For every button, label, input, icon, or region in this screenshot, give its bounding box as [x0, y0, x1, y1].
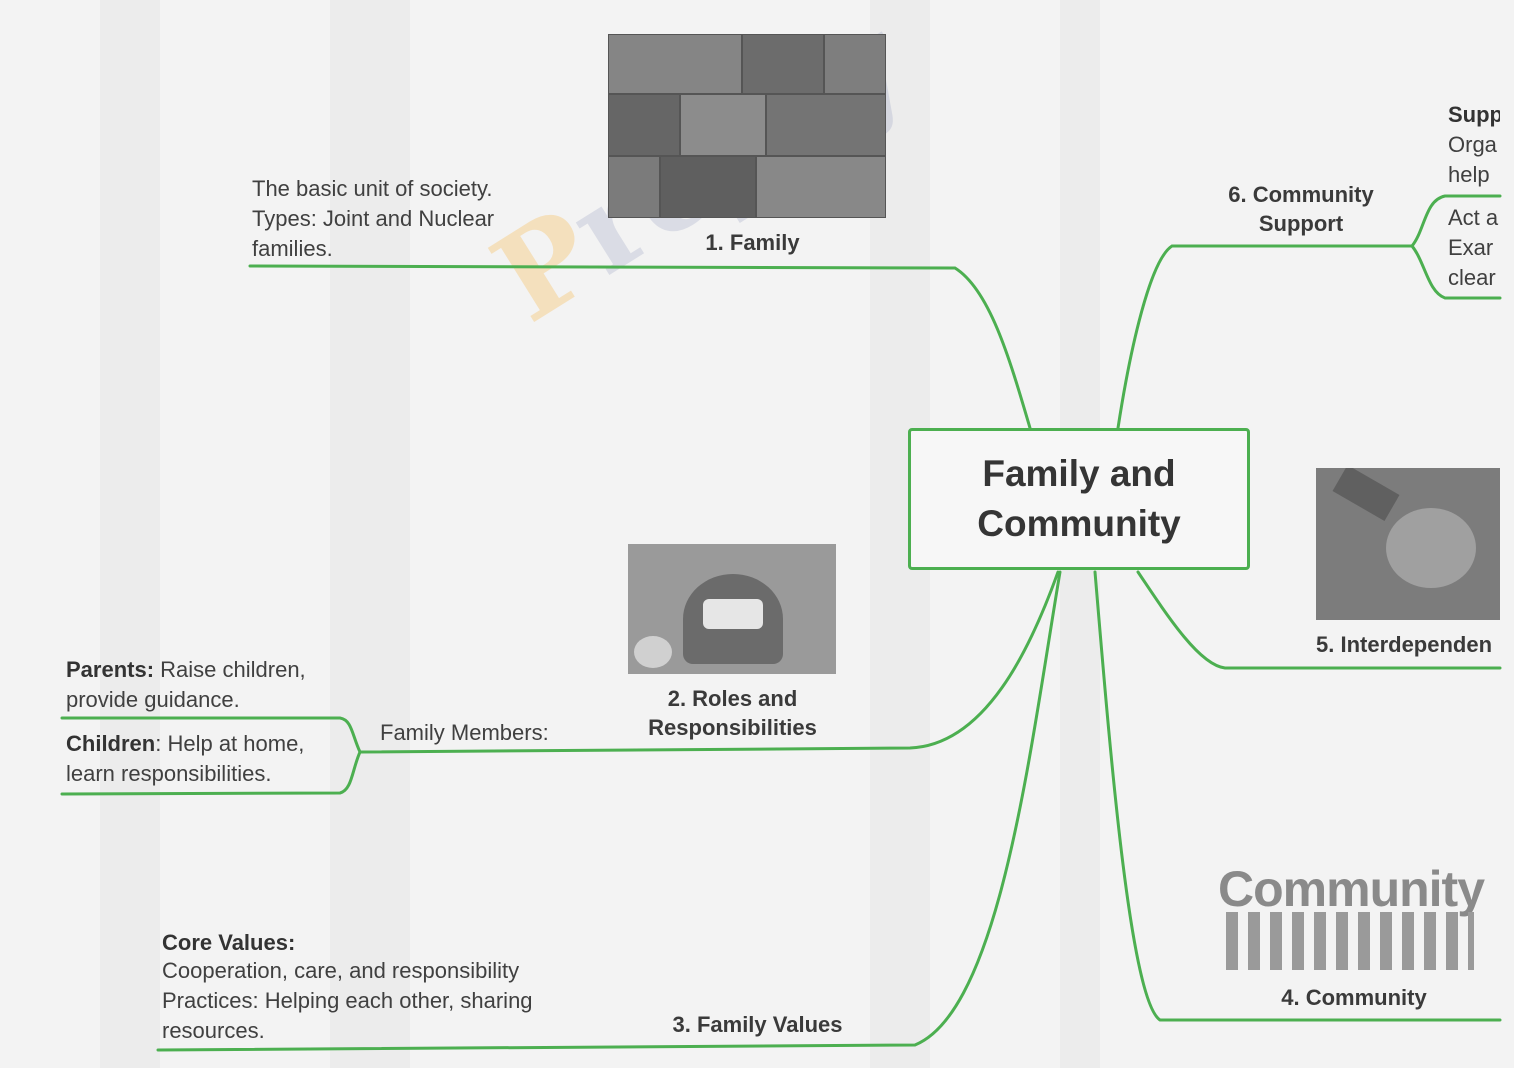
family-description: The basic unit of society. Types: Joint … — [252, 176, 495, 261]
children-text: : Help at home, learn responsibilities. — [66, 731, 305, 786]
support-item1-title: Supp — [1448, 102, 1500, 127]
branch-values — [156, 570, 1062, 1052]
support-item2-text: Act a Exar clear — [1448, 205, 1499, 290]
branch-family — [248, 264, 1032, 430]
branch-support-item2 — [1410, 244, 1502, 300]
parents-text: Raise children, provide guidance. — [66, 657, 306, 712]
branch-support-item1 — [1410, 194, 1502, 248]
branch-roles — [358, 570, 1060, 754]
family-members-label: Family Members: — [380, 720, 549, 745]
core-values-text: Cooperation, care, and responsibility Pr… — [162, 958, 533, 1043]
node-label-interdependence: 5. Interdependen — [1316, 632, 1493, 657]
children-title: Children — [66, 731, 156, 756]
node-label-roles: 2. Roles and Responsibilities — [648, 686, 817, 740]
branch-roles-children — [60, 750, 362, 796]
community-hands-image: Community — [1218, 861, 1485, 917]
node-label-community: 4. Community — [1281, 985, 1427, 1010]
roles-photo — [628, 544, 836, 674]
branch-roles-parents — [60, 716, 362, 754]
parents-description: Parents: Raise children, provide guidanc… — [66, 655, 306, 715]
interdependence-photo — [1316, 468, 1500, 620]
community-hands-graphic — [1226, 912, 1474, 970]
branch-interdependence — [1136, 570, 1502, 670]
branch-community — [1093, 570, 1502, 1022]
node-label-family: 1. Family — [705, 230, 800, 255]
children-description: Children: Help at home, learn responsibi… — [66, 729, 304, 789]
node-label-values: 3. Family Values — [672, 1012, 843, 1037]
parents-title: Parents: — [66, 657, 155, 682]
central-topic-title: Family and Community — [977, 453, 1181, 544]
core-values-title: Core Values: — [162, 930, 296, 955]
central-topic: Family and Community — [908, 428, 1250, 570]
node-label-support: 6. Community Support — [1228, 182, 1374, 236]
branch-support — [1116, 244, 1414, 430]
family-photo-collage — [608, 34, 886, 218]
support-item1-text: Orga help — [1448, 132, 1497, 187]
